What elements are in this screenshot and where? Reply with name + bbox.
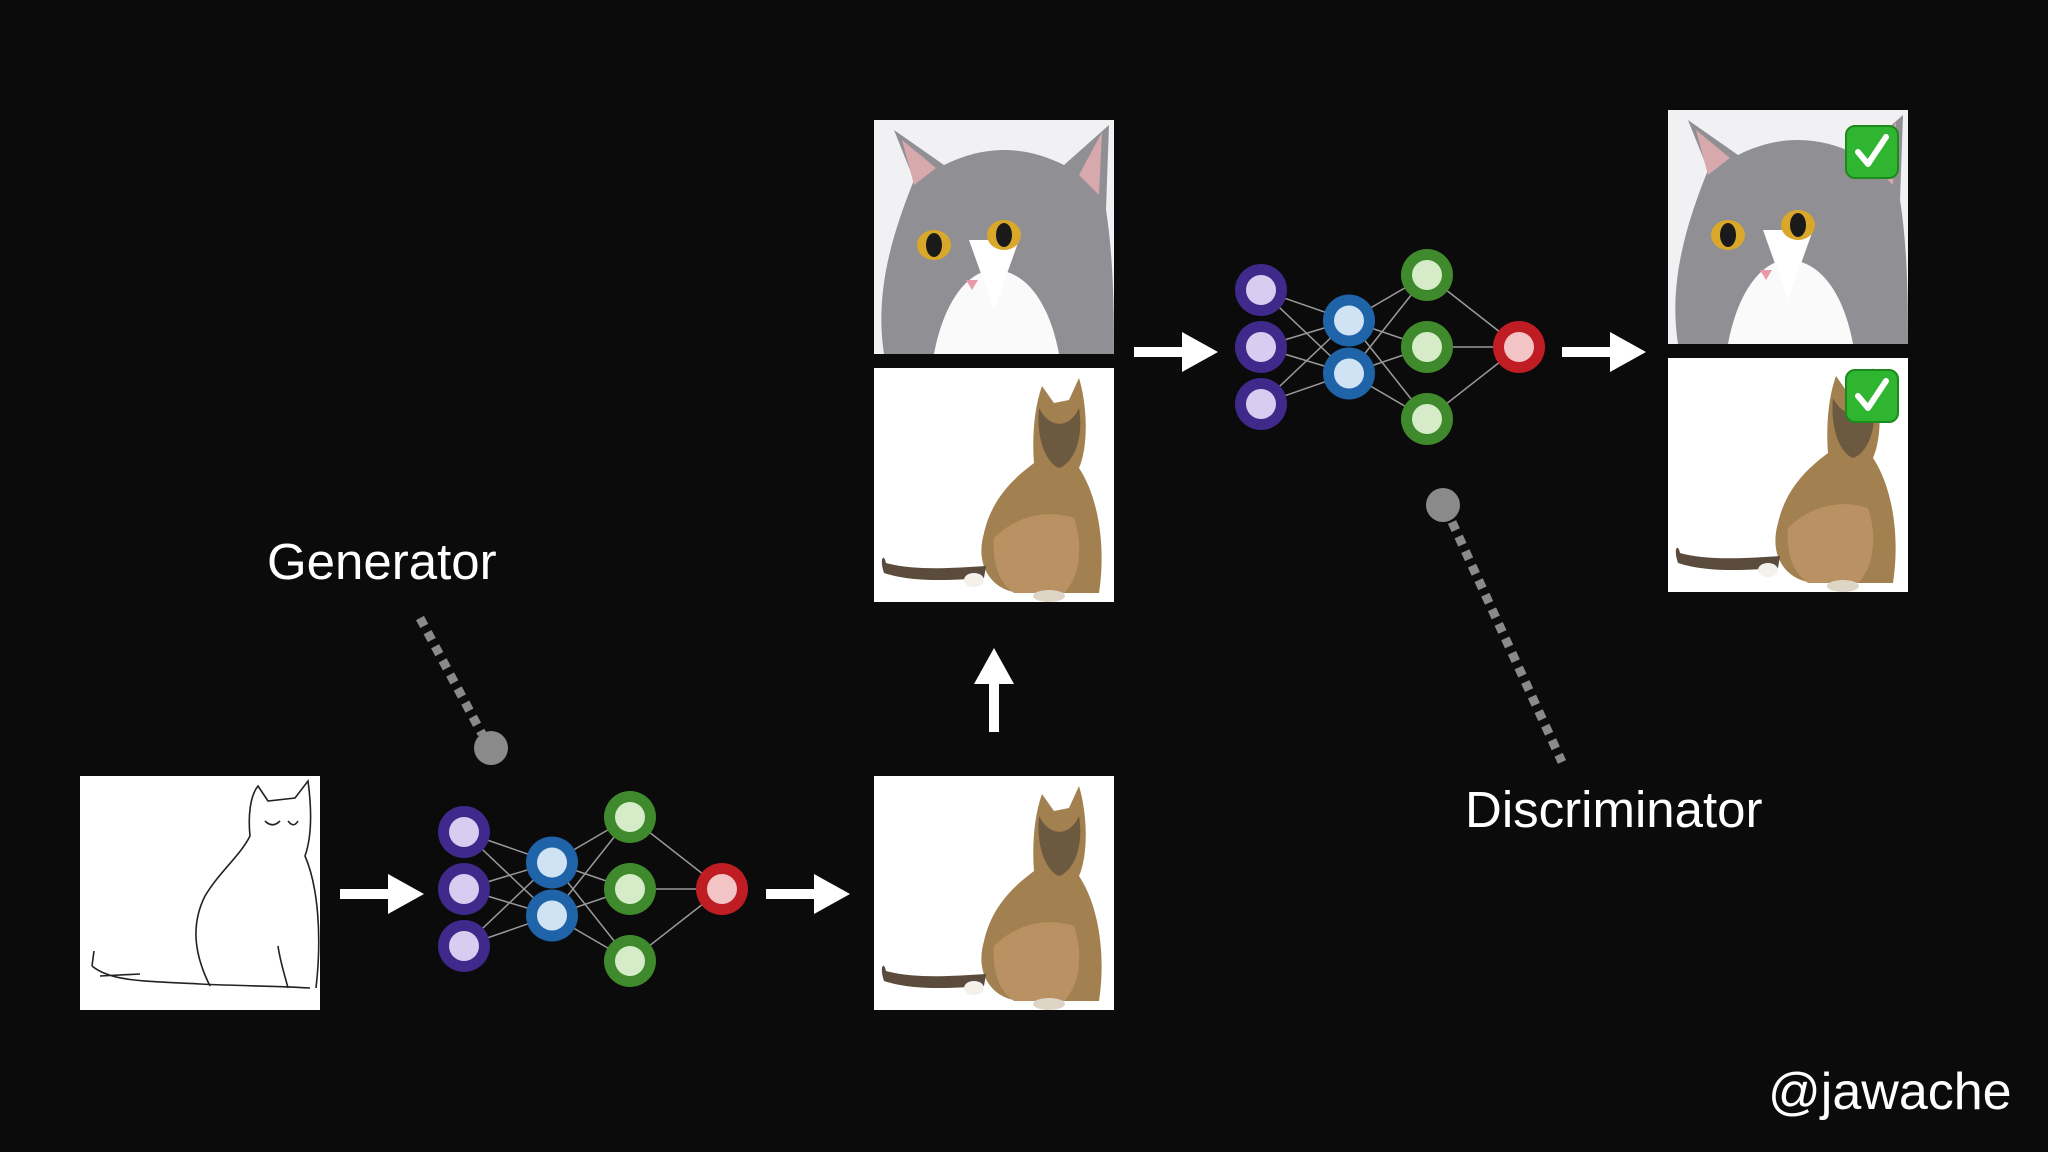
- fake-cat-image: [874, 368, 1114, 602]
- arrow-right-icon: [340, 874, 424, 914]
- neuron-core: [1504, 332, 1534, 362]
- real-cat-image: [874, 120, 1114, 354]
- check-mark-icon: [1846, 126, 1898, 178]
- arrow-up-icon: [974, 648, 1014, 732]
- generator-output-image: [874, 776, 1114, 1010]
- neuron-core: [615, 946, 645, 976]
- discriminator-label: Discriminator: [1465, 781, 1763, 838]
- neuron-core: [537, 900, 567, 931]
- neuron-core: [1412, 404, 1442, 434]
- neuron-core: [1246, 389, 1276, 419]
- input-sketch-image: [79, 775, 321, 1011]
- discriminator-network: [1235, 249, 1545, 445]
- neuron-core: [1246, 332, 1276, 362]
- neuron-core: [449, 931, 479, 961]
- neuron-core: [707, 874, 737, 904]
- generator-label: Generator: [267, 533, 497, 590]
- neuron-core: [1412, 332, 1442, 362]
- neuron-core: [1412, 260, 1442, 290]
- arrow-right-icon: [1134, 332, 1218, 372]
- arrow-right-icon: [766, 874, 850, 914]
- neuron-core: [449, 874, 479, 904]
- arrow-right-icon: [1562, 332, 1646, 372]
- neuron-core: [1246, 275, 1276, 305]
- neuron-core: [615, 802, 645, 832]
- generator-network: [438, 791, 748, 987]
- neuron-core: [1334, 358, 1364, 389]
- discriminator-connector: [1426, 488, 1567, 764]
- neuron-core: [449, 817, 479, 847]
- check-mark-icon: [1846, 370, 1898, 422]
- neuron-core: [1334, 305, 1364, 336]
- generator-connector: [416, 615, 508, 765]
- neuron-core: [615, 874, 645, 904]
- neuron-core: [537, 847, 567, 878]
- watermark: @jawache: [1768, 1063, 2012, 1121]
